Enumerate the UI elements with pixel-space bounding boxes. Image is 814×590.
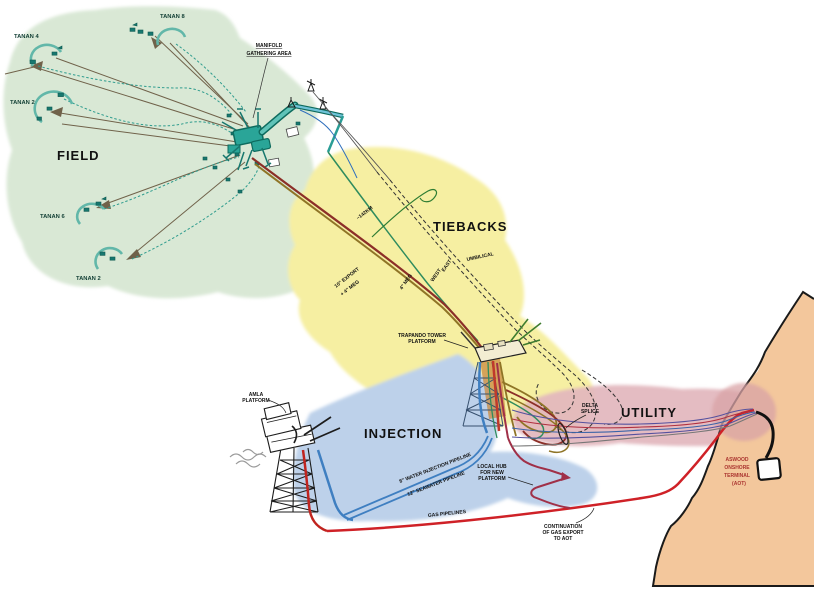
svg-text:ASWOOD: ASWOOD (725, 457, 748, 463)
svg-text:TERMINAL: TERMINAL (724, 473, 750, 479)
svg-text:FOR NEW: FOR NEW (480, 470, 504, 476)
svg-text:TRAPANDO TOWER: TRAPANDO TOWER (398, 333, 446, 339)
svg-text:GAS PIPELINES: GAS PIPELINES (428, 509, 467, 519)
svg-text:SPLICE: SPLICE (581, 409, 600, 415)
svg-text:PLATFORM: PLATFORM (242, 398, 269, 404)
svg-text:(AOT): (AOT) (732, 481, 746, 487)
svg-text:TIEBACKS: TIEBACKS (433, 219, 507, 234)
svg-text:TO AOT: TO AOT (554, 536, 573, 542)
svg-text:DELTA: DELTA (582, 403, 598, 409)
svg-text:CONTINUATION: CONTINUATION (544, 524, 582, 530)
svg-text:ONSHORE: ONSHORE (724, 465, 750, 471)
svg-text:TANAN 8: TANAN 8 (160, 14, 185, 20)
svg-text:PLATFORM: PLATFORM (408, 339, 435, 345)
svg-text:INJECTION: INJECTION (364, 426, 442, 441)
svg-text:MANIFOLD: MANIFOLD (256, 43, 283, 49)
svg-text:PLATFORM: PLATFORM (478, 476, 505, 482)
svg-text:OF GAS EXPORT: OF GAS EXPORT (542, 530, 583, 536)
svg-text:TANAN 4: TANAN 4 (14, 34, 39, 40)
svg-text:TANAN 2: TANAN 2 (10, 100, 35, 106)
svg-text:LOCAL HUB: LOCAL HUB (477, 464, 507, 470)
svg-text:TANAN 6: TANAN 6 (40, 214, 65, 220)
svg-text:GATHERING AREA: GATHERING AREA (247, 51, 292, 57)
svg-text:AMLA: AMLA (249, 392, 264, 398)
svg-text:UMBILICAL: UMBILICAL (466, 251, 494, 263)
svg-text:FIELD: FIELD (57, 148, 100, 163)
svg-text:TANAN 2: TANAN 2 (76, 276, 101, 282)
svg-text:UTILITY: UTILITY (621, 405, 677, 420)
